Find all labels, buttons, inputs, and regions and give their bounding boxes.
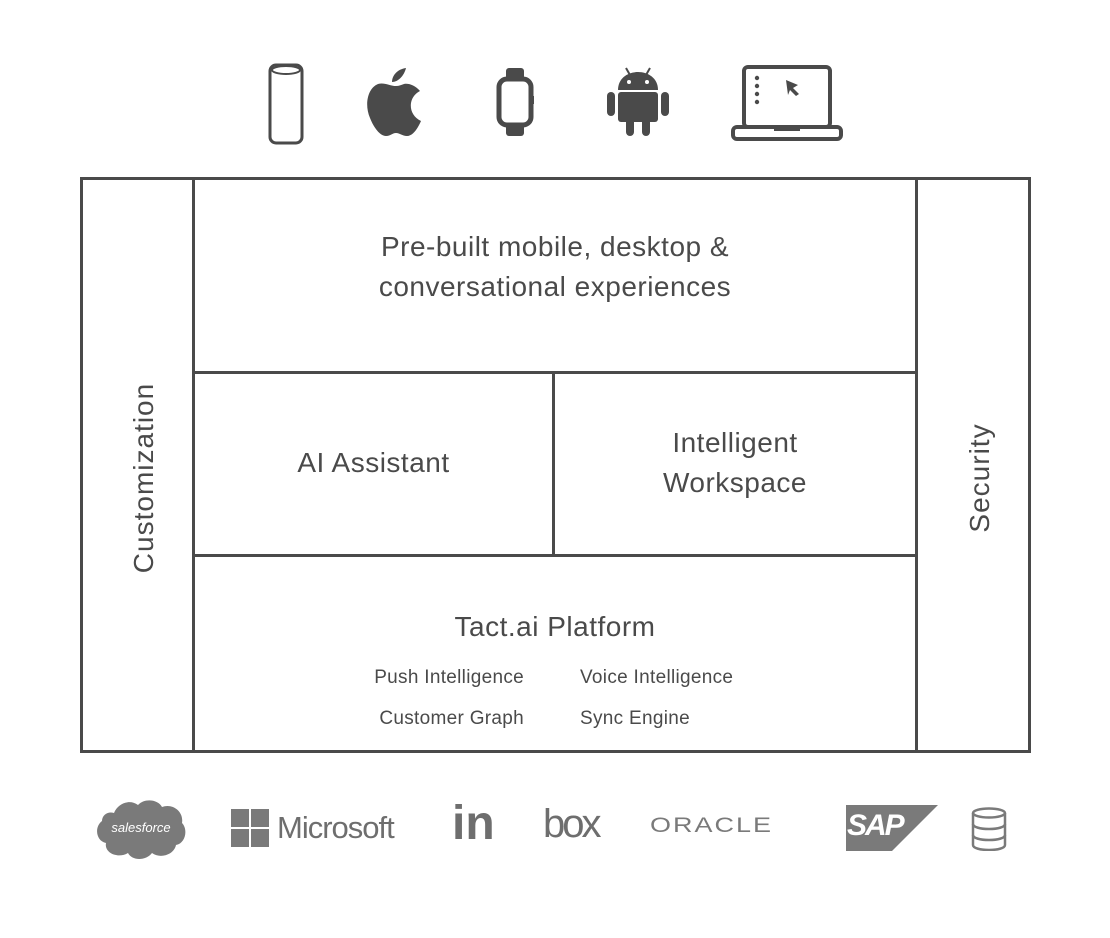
salesforce-text: salesforce xyxy=(111,820,171,835)
salesforce-logo: salesforce xyxy=(94,797,188,863)
android-icon xyxy=(607,67,669,136)
platform-feature: Customer Graph xyxy=(379,708,524,729)
ai-assistant-label: AI Assistant xyxy=(297,447,450,478)
divider-bottom xyxy=(192,554,918,557)
smartwatch-icon xyxy=(496,68,534,136)
sap-text: SAP xyxy=(847,809,905,842)
experiences-line-1: Pre-built mobile, desktop & xyxy=(380,231,730,262)
divider-middle xyxy=(552,371,555,557)
laptop-icon xyxy=(731,65,843,141)
sap-logo: SAP xyxy=(846,805,938,851)
oracle-logo: ORACLE xyxy=(650,813,774,837)
workspace-line-1: Intelligent xyxy=(672,427,798,458)
workspace-line-2: Workspace xyxy=(662,467,808,498)
experiences-line-2: conversational experiences xyxy=(378,271,732,302)
divider-right xyxy=(915,177,918,753)
database-icon xyxy=(971,807,1007,851)
divider-left xyxy=(192,177,195,753)
security-column-label: Security xyxy=(964,423,995,533)
experiences-box: Pre-built mobile, desktop & conversation… xyxy=(195,227,915,307)
platform-feature: Sync Engine xyxy=(580,708,690,729)
intelligent-workspace-box: Intelligent Workspace xyxy=(555,423,915,503)
box-logo: box xyxy=(543,802,601,846)
apple-icon xyxy=(367,68,421,136)
diagram-outer-frame xyxy=(80,177,1031,753)
platform-feature: Push Intelligence xyxy=(374,667,524,688)
smart-speaker-icon xyxy=(268,63,304,145)
platform-feature: Voice Intelligence xyxy=(580,667,734,688)
customization-column-label: Customization xyxy=(128,382,159,574)
divider-top xyxy=(192,371,918,374)
platform-title: Tact.ai Platform xyxy=(454,611,656,642)
linkedin-logo: in xyxy=(452,797,495,850)
microsoft-text: Microsoft xyxy=(277,810,395,845)
